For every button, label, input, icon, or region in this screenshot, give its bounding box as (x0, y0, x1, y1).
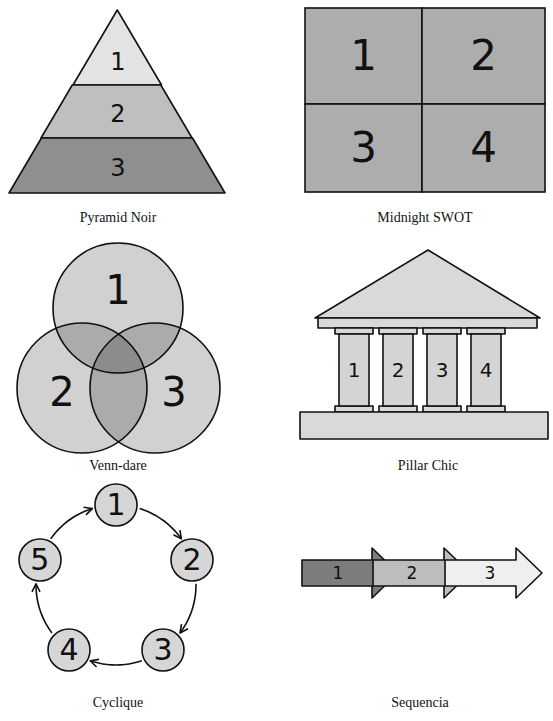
cycle-step-shape (19, 539, 61, 581)
cycle-step: 5 (19, 539, 61, 581)
step-number: 2 (110, 102, 125, 126)
pyramid-band: 3 (9, 138, 225, 193)
step-number: 1 (333, 565, 344, 582)
temple-pillar: 4 (471, 334, 501, 406)
temple-pillar-shape (471, 334, 501, 406)
diagram-caption: Sequencia (391, 695, 449, 710)
step-number: 2 (392, 360, 405, 380)
swot-quadrant-shape (305, 104, 422, 192)
pillar-capital (467, 328, 505, 334)
step-number: 1 (106, 490, 125, 520)
step-number: 3 (161, 372, 186, 412)
step-number: 2 (470, 35, 497, 77)
temple-pillar-shape (339, 334, 369, 406)
temple-pillar: 1 (339, 334, 369, 406)
diagram-caption: Venn-dare (89, 458, 147, 473)
pillar-footing (335, 406, 373, 412)
step-number: 3 (485, 565, 496, 582)
temple-pillar-shape (427, 334, 457, 406)
pyramid-band: 2 (41, 85, 192, 138)
step-number: 1 (105, 270, 130, 310)
swot-quadrant: 1 (305, 8, 422, 104)
pillar-footing (423, 406, 461, 412)
step-number: 5 (30, 545, 49, 575)
cycle-step: 3 (142, 629, 184, 671)
swot-quadrant-shape (305, 8, 422, 104)
diagram-caption: Pillar Chic (398, 458, 458, 473)
venn-circle-shape (90, 323, 220, 453)
cycle-step-shape (142, 629, 184, 671)
venn-circle: 3 (90, 323, 220, 453)
cycle-arrow (140, 509, 182, 539)
cycle-step-shape (95, 484, 137, 526)
swot-quadrant: 4 (422, 104, 545, 192)
cycle-step: 1 (95, 484, 137, 526)
cycle-arrow (51, 509, 93, 539)
step-number: 1 (350, 35, 377, 77)
temple-pillar: 3 (427, 334, 457, 406)
step-number: 4 (470, 127, 497, 169)
step-number: 4 (59, 635, 78, 665)
cycle-step: 4 (48, 629, 90, 671)
pillar-capital (335, 328, 373, 334)
pillar-footing (467, 406, 505, 412)
sequence-arrow-shape (445, 548, 542, 598)
step-number: 2 (407, 565, 418, 582)
diagram-caption: Pyramid Noir (80, 210, 157, 225)
swot-quadrant: 3 (305, 104, 422, 192)
step-number: 4 (480, 360, 493, 380)
cycle-arrow (36, 584, 52, 633)
step-number: 3 (436, 360, 449, 380)
pyramid-band-shape (73, 10, 162, 85)
temple-roof (315, 250, 540, 318)
step-number: 2 (183, 545, 202, 575)
venn-circle-outline (90, 323, 220, 453)
pyramid-band-shape (41, 85, 192, 138)
step-number: 1 (110, 50, 125, 74)
pyramid-band-shape (9, 138, 225, 193)
swot-quadrant: 2 (422, 8, 545, 104)
temple-entablature (318, 318, 537, 328)
step-number: 3 (350, 127, 377, 169)
sequence-arrow: 3 (445, 548, 542, 598)
cycle-arrow (180, 584, 196, 633)
pillar-footing (379, 406, 417, 412)
temple-pillar-shape (383, 334, 413, 406)
pillar-capital (379, 328, 417, 334)
cycle-step-shape (171, 539, 213, 581)
pyramid-band: 1 (73, 10, 162, 85)
cycle-step: 2 (171, 539, 213, 581)
cycle-arrow (90, 661, 142, 665)
step-number: 2 (49, 372, 74, 412)
diagram-caption: Cyclique (93, 695, 144, 710)
swot-quadrant-shape (422, 104, 545, 192)
temple-base (300, 412, 548, 439)
step-number: 3 (153, 635, 172, 665)
step-number: 3 (110, 156, 125, 180)
temple-pillar: 2 (383, 334, 413, 406)
pillar-capital (423, 328, 461, 334)
diagram-caption: Midnight SWOT (377, 210, 472, 225)
swot-quadrant-shape (422, 8, 545, 104)
step-number: 1 (348, 360, 361, 380)
cycle-step-shape (48, 629, 90, 671)
